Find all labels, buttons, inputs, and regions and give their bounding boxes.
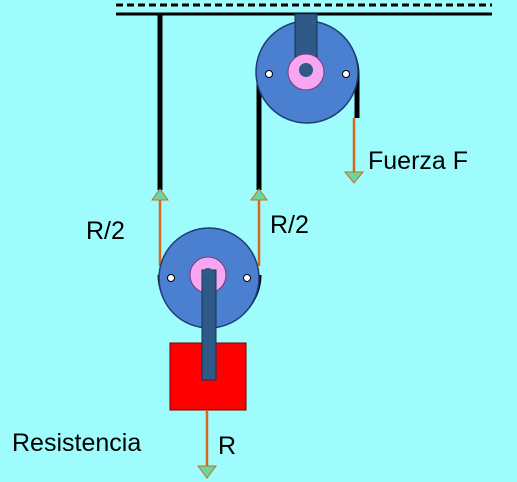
fixed-pulley-bolt-left bbox=[265, 70, 273, 78]
load-arrow bbox=[197, 410, 217, 479]
movable-pulley-strap bbox=[201, 269, 217, 381]
resistance-label: Resistencia bbox=[12, 429, 141, 457]
tension-arrow-left bbox=[151, 188, 169, 266]
tension-arrow-left-head bbox=[151, 188, 169, 201]
ceiling bbox=[116, 3, 492, 16]
tension-arrow-right-head bbox=[250, 188, 268, 201]
force-arrow bbox=[343, 118, 365, 184]
movable-pulley-bolt-right bbox=[243, 274, 251, 282]
load-label: R bbox=[218, 432, 236, 460]
force-label: Fuerza F bbox=[368, 147, 468, 175]
movable-pulley-bolt-left bbox=[167, 274, 175, 282]
fixed-pulley-axle bbox=[299, 63, 313, 77]
movable-pulley-axle bbox=[202, 268, 214, 280]
tension-arrow-right bbox=[250, 188, 268, 266]
tension-label-left: R/2 bbox=[86, 217, 125, 245]
load-arrow-head bbox=[197, 465, 217, 479]
tension-label-right: R/2 bbox=[270, 211, 309, 239]
force-arrow-head bbox=[343, 171, 365, 184]
fixed-pulley-bolt-right bbox=[342, 70, 350, 78]
fixed-pulley bbox=[255, 13, 359, 124]
